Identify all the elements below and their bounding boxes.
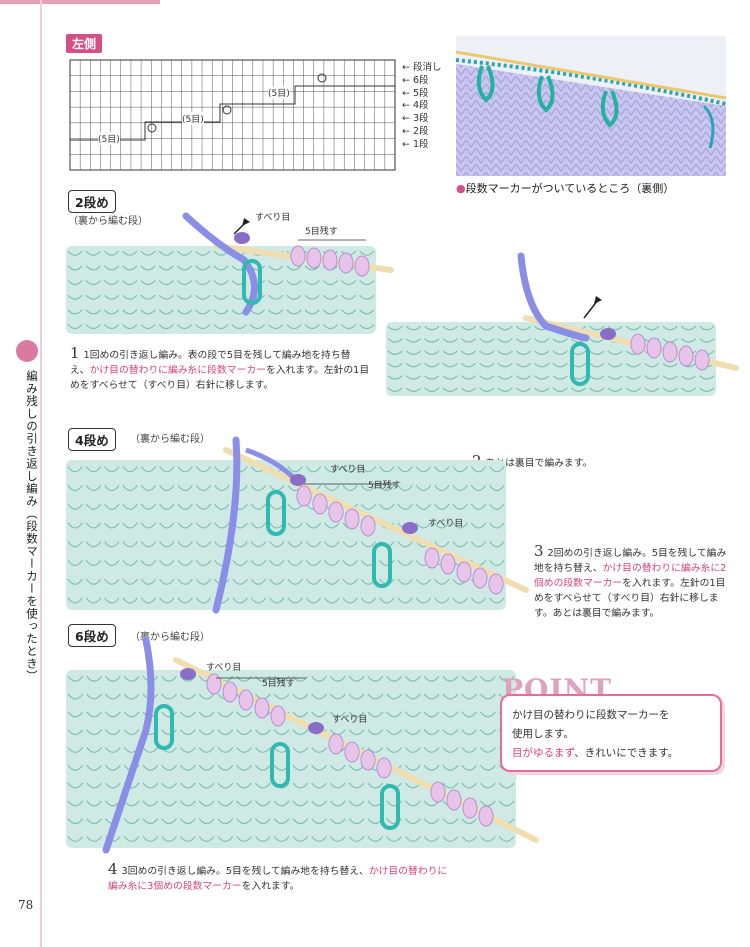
- chart-label-5c: (5目): [268, 86, 290, 99]
- slip-stitch: [234, 232, 250, 244]
- illustration-step3: [66, 436, 529, 614]
- yarn: [182, 212, 258, 316]
- point-line-3: 目がゆるまず、きれいにできます。: [512, 747, 679, 759]
- photo-marker-2: [536, 75, 555, 113]
- chart-step-line: [70, 85, 395, 141]
- page-number: 78: [18, 898, 34, 912]
- point-line-2: 使用します。: [512, 728, 574, 740]
- chart-marker-3: [317, 73, 327, 83]
- yarn: [102, 636, 155, 854]
- step4-slip-label-2: すべり目: [332, 715, 368, 725]
- step4-remain-label: 5目残す: [262, 679, 295, 689]
- chart-row-label: ← 6段: [402, 74, 429, 86]
- step3-subtitle: （裏から編む段）: [130, 434, 210, 445]
- step4-slip-label: すべり目: [206, 663, 242, 673]
- chart-row-label: ← 1段: [402, 138, 429, 150]
- stitch-marker-2: [372, 542, 392, 588]
- stitch-marker: [570, 342, 590, 386]
- chart-row-labels: ← 段消し ← 6段 ← 5段 ← 4段 ← 3段 ← 2段 ← 1段: [402, 62, 442, 152]
- chart-row-label: ← 4段: [402, 100, 429, 112]
- step1-subtitle: （裏から編む段）: [68, 216, 148, 227]
- step3-number: 3: [534, 542, 544, 560]
- step3-remain-label: 5目残す: [368, 481, 401, 491]
- stitch-marker-1: [266, 490, 286, 536]
- chart-row-label: ← 段消し: [402, 62, 442, 73]
- side-bullet: [16, 340, 38, 362]
- illustration-step4: [66, 636, 539, 854]
- point-box: かけ目の替わりに段数マーカーを 使用します。 目がゆるまず、きれいにできます。: [500, 694, 722, 772]
- slip-stitch: [600, 328, 616, 340]
- photo-marker-1: [476, 65, 495, 103]
- step1-number: 1: [70, 344, 80, 362]
- yarn: [212, 436, 241, 614]
- step3-slip-label-2: すべり目: [428, 519, 464, 529]
- chart-row-label: ← 2段: [402, 125, 429, 137]
- chart-marker-2: [222, 105, 232, 115]
- stitch-marker: [242, 259, 262, 305]
- point-line-1: かけ目の替わりに段数マーカーを: [512, 709, 670, 721]
- margin-line: [40, 0, 42, 947]
- photo-caption: ●段数マーカーがついているところ（裏側）: [456, 182, 675, 195]
- slip-stitch: [180, 668, 196, 680]
- illustration-step1: [66, 212, 394, 334]
- chart-row-label: ← 3段: [402, 113, 429, 125]
- top-accent-bar: [0, 0, 160, 4]
- step4-subtitle: （裏から編む段）: [130, 632, 210, 643]
- section-tag: 左側: [66, 34, 103, 53]
- chart-marker-1: [147, 123, 157, 133]
- slip-stitch: [290, 474, 306, 486]
- step3-slip-label: すべり目: [330, 465, 366, 475]
- chart-row-label: ← 5段: [402, 87, 429, 99]
- illustration-step2: [386, 252, 739, 396]
- knitting-chart: [69, 59, 396, 171]
- step3-row-header: 4段め: [68, 428, 116, 451]
- step1-remain-label: 5目残す: [305, 227, 338, 237]
- slip-stitch-2: [402, 522, 418, 534]
- side-title: 編み残しの引き返し編み（段数マーカーを使ったとき）: [25, 370, 39, 683]
- step1-row-header: 2段め: [68, 190, 116, 213]
- chart-label-5b: (5目): [182, 112, 204, 125]
- step4-number: 4: [108, 860, 118, 878]
- step1-slip-label: すべり目: [255, 213, 291, 223]
- stitch-marker-2: [270, 742, 290, 788]
- stitch-marker-1: [154, 704, 174, 750]
- chart-label-5a: (5目): [98, 132, 120, 145]
- slip-stitch-2: [308, 722, 324, 734]
- step4-row-header: 6段め: [68, 624, 116, 647]
- yarn: [517, 252, 590, 342]
- stitch-marker-3: [380, 784, 400, 830]
- marker-photo: [455, 36, 727, 176]
- photo-marker-3: [600, 90, 619, 128]
